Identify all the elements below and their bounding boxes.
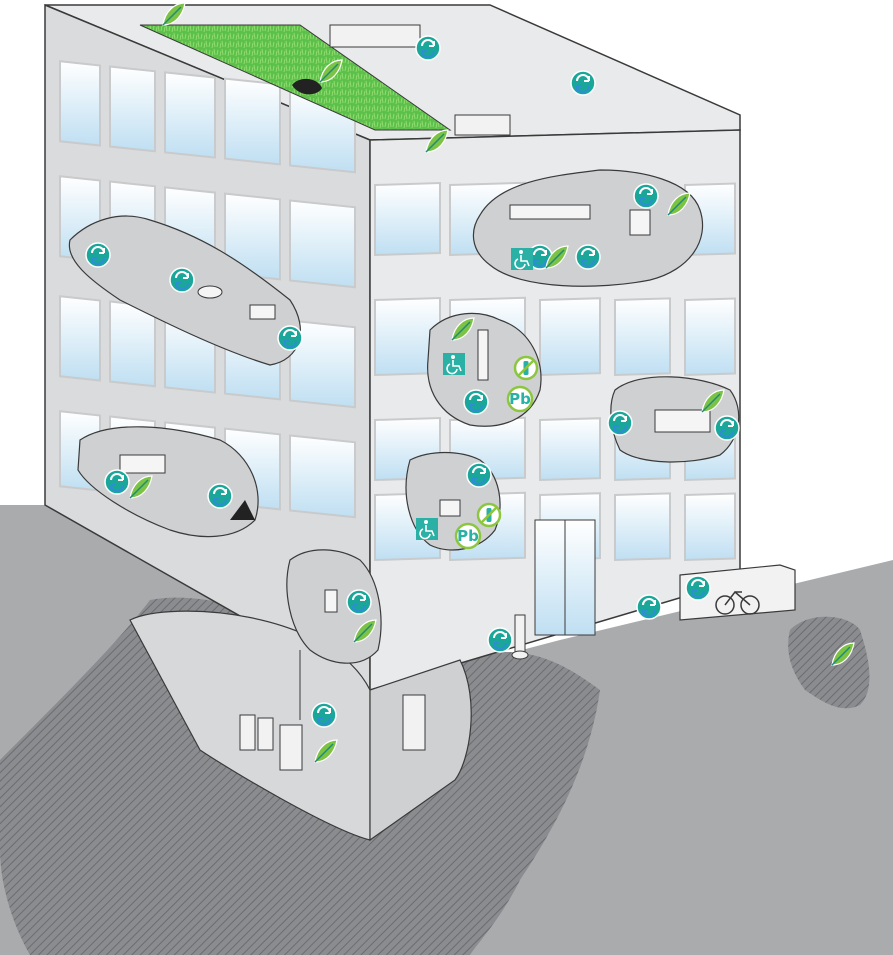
no-bottled-water-icon[interactable] [476,502,502,528]
wheelchair-accessible-icon[interactable] [416,518,438,540]
recycle-arrows-icon[interactable] [466,462,492,488]
leaf-icon[interactable] [425,129,449,153]
recycle-arrows-icon[interactable] [415,35,441,61]
window-pane [164,71,216,159]
recycle-arrows-icon[interactable] [714,415,740,441]
recycle-arrows-icon[interactable] [487,627,513,653]
window-pane [614,297,671,377]
window-pane [59,60,101,147]
recycle-arrows-icon[interactable] [169,267,195,293]
window-pane [224,77,281,166]
window-pane [289,434,356,519]
leaf-icon[interactable] [314,739,338,763]
leaf-icon[interactable] [545,245,569,269]
recycle-arrows-icon[interactable] [636,594,662,620]
window-pane [224,192,281,281]
window-pane [289,319,356,409]
leaf-icon[interactable] [451,317,475,341]
wheelchair-accessible-icon[interactable] [443,353,465,375]
recycle-arrows-icon[interactable] [463,389,489,415]
recycle-arrows-icon[interactable] [685,575,711,601]
lead-symbol-label: Pb [509,390,531,408]
recycle-arrows-icon[interactable] [607,410,633,436]
leaf-icon[interactable] [667,192,691,216]
window-pane [684,297,736,377]
window-pane [614,492,671,562]
leaf-icon[interactable] [319,59,343,83]
leaf-icon[interactable] [162,2,186,26]
recycle-arrows-icon[interactable] [633,183,659,209]
leaf-icon[interactable] [353,619,377,643]
leaf-icon[interactable] [701,389,725,413]
window-pane [374,182,441,257]
recycle-arrows-icon[interactable] [104,469,130,495]
lead-free-pb-icon[interactable]: Pb [506,385,534,413]
recycle-arrows-icon[interactable] [207,483,233,509]
recycle-arrows-icon[interactable] [575,244,601,270]
wheelchair-accessible-icon[interactable] [511,248,533,270]
window-pane [109,65,156,153]
window-pane [289,199,356,289]
leaf-icon[interactable] [831,642,855,666]
recycle-arrows-icon[interactable] [277,325,303,351]
window-pane [539,297,601,377]
recycle-arrows-icon[interactable] [570,70,596,96]
leaf-icon[interactable] [129,475,153,499]
window-pane [539,417,601,482]
recycle-arrows-icon[interactable] [311,702,337,728]
recycle-arrows-icon[interactable] [85,242,111,268]
lead-symbol-label: Pb [457,527,479,545]
no-bottled-water-icon[interactable] [513,355,539,381]
window-pane [684,492,736,562]
window-pane [59,295,101,382]
green-roof [139,24,511,136]
lead-free-pb-icon[interactable]: Pb [454,522,482,550]
recycle-arrows-icon[interactable] [346,589,372,615]
